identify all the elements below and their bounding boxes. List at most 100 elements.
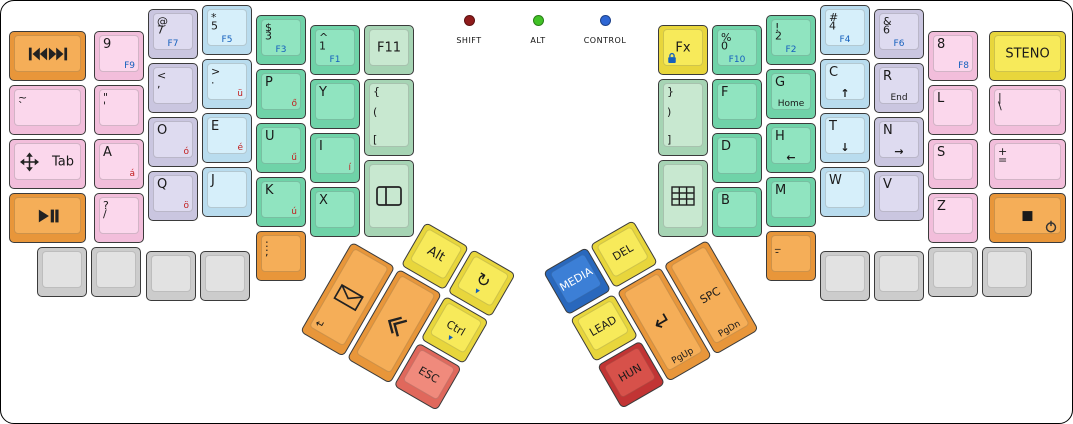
key-z[interactable]: Z (928, 193, 978, 243)
enter-icon: ↵ (648, 306, 678, 338)
key-j-legend-0: J (211, 173, 215, 188)
key-t[interactable]: T↓ (820, 113, 870, 163)
key-close-brackets[interactable]: })] (658, 79, 708, 156)
key-period-cap: >.ü (207, 63, 247, 100)
key-hun-layer-legend-0: HUN (616, 360, 644, 385)
key-blank-right-2[interactable] (874, 251, 924, 301)
key-media-prev-next[interactable] (9, 31, 86, 81)
key-blank-left-3[interactable] (146, 251, 196, 301)
key-quote-legend-0: " (103, 91, 109, 104)
key-minus[interactable]: _- (766, 231, 816, 281)
key-redo-cap: ↻▾ (456, 254, 510, 308)
key-y[interactable]: Y (310, 79, 360, 129)
key-tilde-legend-1: ` (18, 99, 24, 113)
key-slash[interactable]: ?/ (94, 193, 144, 243)
key-d-cap: D (717, 137, 757, 174)
key-del-cap: DEL (596, 225, 650, 279)
key-tab[interactable]: Tab (9, 139, 86, 189)
key-f-cap: F (717, 83, 757, 120)
key-s[interactable]: S (928, 139, 978, 189)
key-f11-legend-0: F11 (376, 40, 402, 55)
key-blank-right-3[interactable] (928, 247, 978, 297)
key-f11[interactable]: F11 (364, 25, 414, 75)
key-blank-left-4[interactable] (200, 251, 250, 301)
key-open-brackets[interactable]: {([ (364, 79, 414, 156)
key-w-legend-0: W (829, 173, 842, 188)
move-icon (20, 152, 39, 171)
key-grid[interactable] (658, 160, 708, 237)
key-n[interactable]: N→ (874, 117, 924, 167)
key-m[interactable]: M (766, 177, 816, 227)
key-c[interactable]: C↑ (820, 59, 870, 109)
power-icon (1045, 220, 1057, 233)
key-compose-mail-cap: ↵ (308, 247, 389, 347)
key-steno[interactable]: STENO (989, 31, 1066, 81)
key-quote[interactable]: "' (94, 85, 144, 135)
key-w[interactable]: W (820, 167, 870, 217)
key-7-legend-2: F7 (167, 39, 179, 49)
key-comma[interactable]: <, (148, 63, 198, 113)
key-b[interactable]: B (712, 187, 762, 237)
key-blank-right-4[interactable] (982, 247, 1032, 297)
key-h[interactable]: H← (766, 123, 816, 173)
key-redo-legend-1: ▾ (472, 286, 482, 298)
key-n-legend-0: N (883, 123, 893, 138)
key-stop[interactable]: ■ (989, 193, 1066, 243)
key-play-pause[interactable] (9, 193, 86, 243)
key-6-legend-1: 6 (883, 23, 890, 37)
prev-next-icon (28, 46, 68, 62)
key-l[interactable]: L (928, 85, 978, 135)
key-blank-left-1[interactable] (37, 247, 87, 297)
key-blank-right-1[interactable] (820, 251, 870, 301)
key-slash-cap: ?/ (99, 197, 139, 234)
key-5-legend-0: * (211, 11, 217, 24)
key-fx[interactable]: Fx (658, 25, 708, 75)
key-chevrons[interactable] (346, 268, 443, 384)
key-close-brackets-cap: })] (663, 83, 703, 147)
key-h-cap: H← (771, 127, 811, 164)
key-blank-right-3-cap (933, 251, 973, 288)
key-backslash[interactable]: |\ (989, 85, 1066, 135)
key-window-split[interactable] (364, 160, 414, 237)
key-m-cap: M (771, 181, 811, 218)
key-blank-left-2[interactable] (91, 247, 141, 297)
key-compose-mail[interactable]: ↵ (300, 241, 396, 357)
key-period[interactable]: >.ü (202, 59, 252, 109)
key-x[interactable]: X (310, 187, 360, 237)
key-period-legend-1: . (211, 73, 215, 87)
key-f[interactable]: F (712, 79, 762, 129)
key-tilde[interactable]: ~` (9, 85, 86, 135)
key-v[interactable]: V (874, 171, 924, 221)
key-j[interactable]: J (202, 167, 252, 217)
key-semicolon[interactable]: :; (256, 231, 306, 281)
key-equals[interactable]: += (989, 139, 1066, 189)
key-d[interactable]: D (712, 133, 762, 183)
key-7-legend-1: 7 (157, 23, 164, 37)
key-open-brackets-legend-1: ( (373, 105, 378, 119)
